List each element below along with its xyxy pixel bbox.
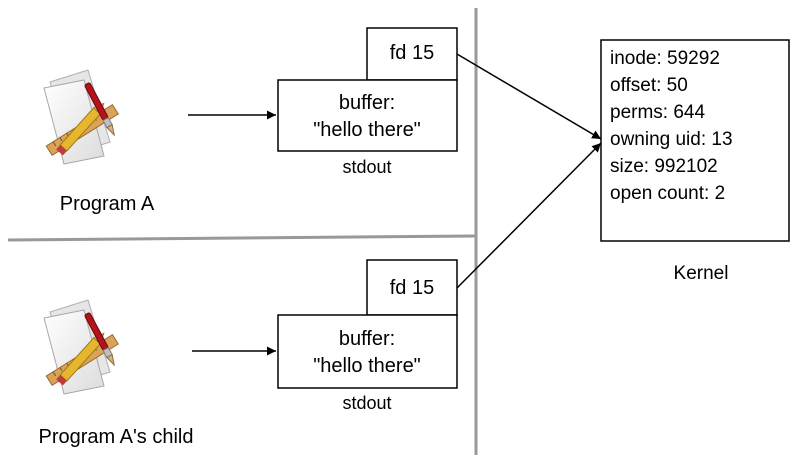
- buffer-label: buffer:: [339, 92, 395, 114]
- buffer-value: "hello there": [313, 355, 421, 377]
- kernel-entry-field: perms: 644: [610, 102, 705, 123]
- fd-label: fd 15: [390, 42, 434, 64]
- stdout-box: [277, 79, 458, 152]
- fd-box: [366, 259, 458, 316]
- buffer-value: "hello there": [313, 119, 421, 141]
- kernel-entry-field: inode: 59292: [610, 48, 720, 69]
- buffer-label: buffer:: [339, 328, 395, 350]
- program-a-child: Program A's child fd 15 buffer: "hello t…: [39, 259, 458, 448]
- kernel-entry-field: open count: 2: [610, 183, 725, 204]
- app-document-icon: [43, 69, 119, 165]
- kernel-file-entry: inode: 59292 offset: 50 perms: 644 ownin…: [600, 39, 790, 284]
- stdout-caption: stdout: [342, 393, 391, 413]
- stdout-box: [277, 314, 458, 389]
- fd-to-kernel-arrow: [456, 142, 602, 289]
- kernel-entry-field: size: 992102: [610, 156, 718, 177]
- fd-label: fd 15: [390, 277, 434, 299]
- kernel-entry-field: owning uid: 13: [610, 129, 733, 150]
- horizontal-divider: [7, 234, 477, 242]
- program-a: Program A fd 15 buffer: "hello there" st…: [43, 27, 458, 215]
- program-name: Program A's child: [39, 426, 194, 448]
- kernel-entry-field: offset: 50: [610, 75, 688, 96]
- fd-to-kernel-arrow: [456, 53, 602, 140]
- program-name: Program A: [60, 193, 155, 215]
- kernel-caption: Kernel: [674, 263, 729, 284]
- stdout-caption: stdout: [342, 157, 391, 177]
- app-document-icon: [43, 299, 119, 395]
- kernel-entry-box: [600, 39, 790, 242]
